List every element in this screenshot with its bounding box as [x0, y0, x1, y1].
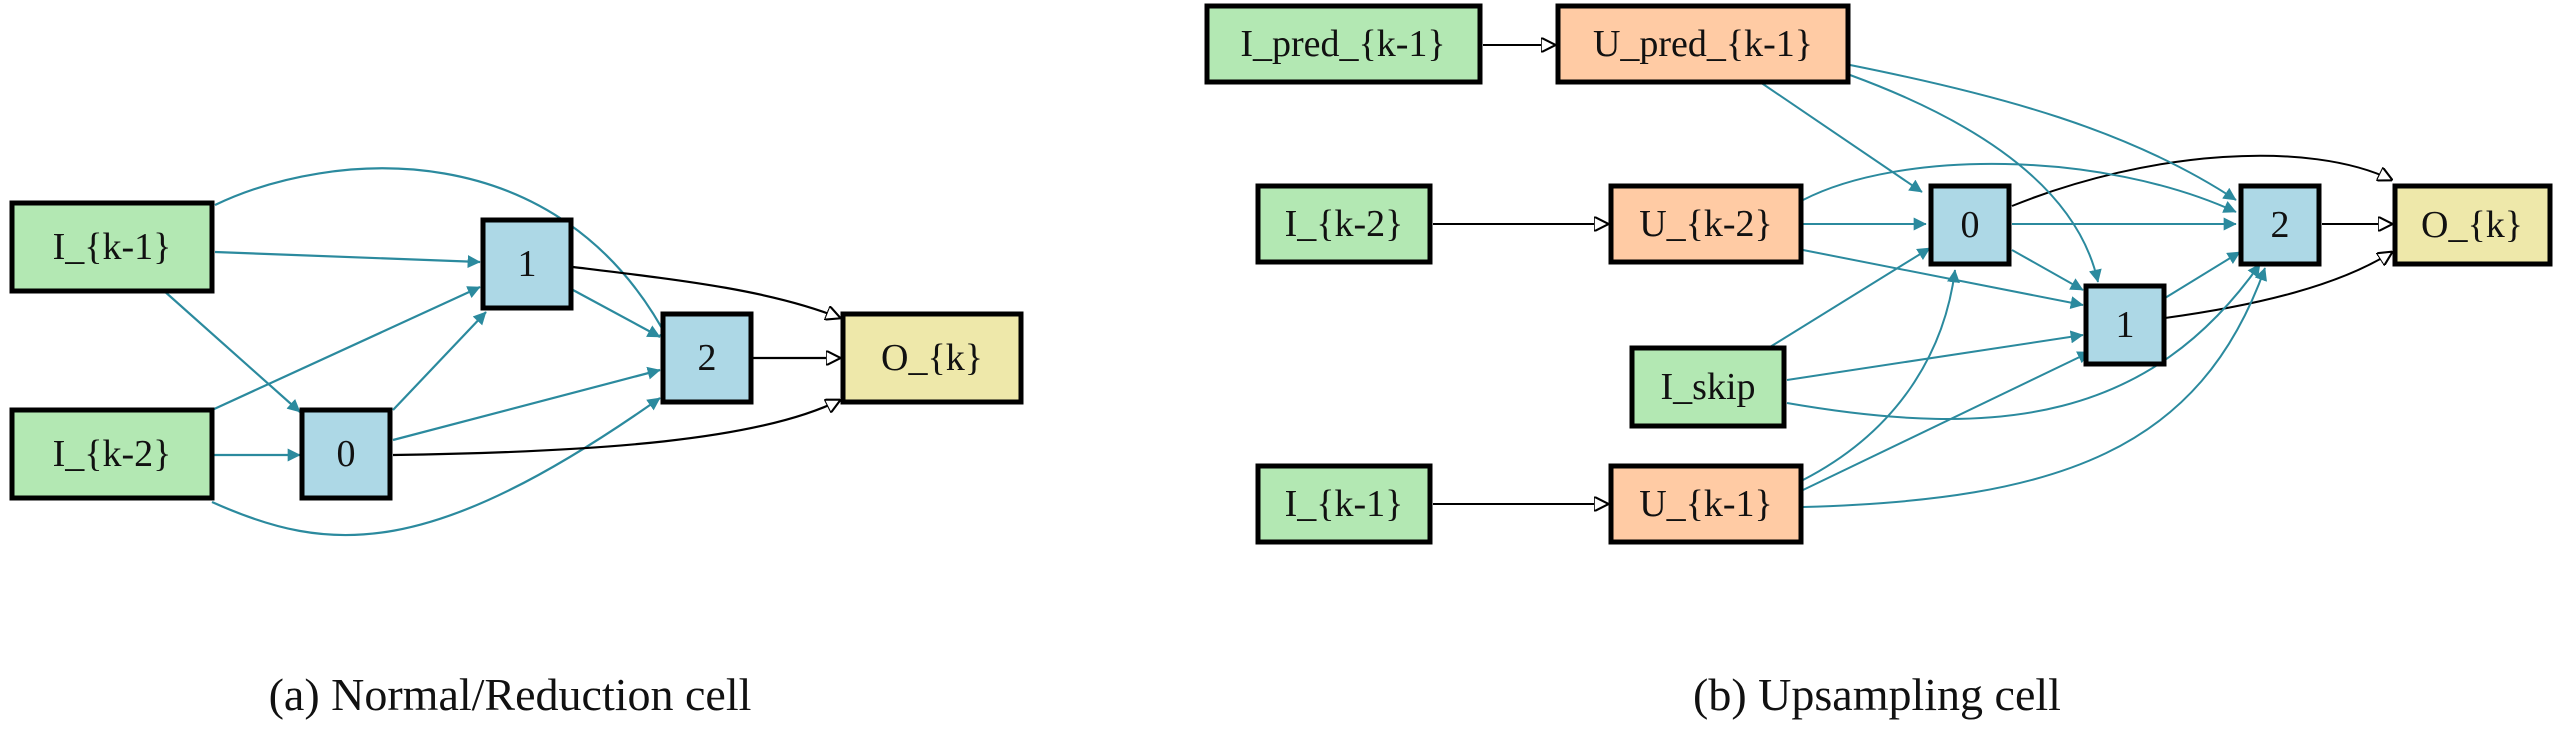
node-label: 1	[518, 243, 537, 285]
node-i-skip: I_skip	[1629, 345, 1787, 429]
node-0: 0	[299, 407, 393, 501]
node-i-k-1: I_{k-1}	[1255, 463, 1433, 545]
node-o-k: O_{k}	[2392, 183, 2553, 267]
edge-0-to-1	[392, 311, 487, 411]
node-label: U_pred_{k-1}	[1593, 23, 1813, 65]
edge-uk2-to-1	[1802, 249, 2084, 309]
node-label: I_{k-2}	[53, 433, 172, 475]
node-o-k: O_{k}	[840, 311, 1024, 405]
node-label: I_pred_{k-1}	[1240, 23, 1445, 65]
edge-ik2-to-1	[211, 286, 481, 411]
node-1: 1	[480, 217, 574, 311]
node-label: I_{k-2}	[1285, 203, 1404, 245]
node-0: 0	[1928, 183, 2012, 267]
node-i-k-2: I_{k-2}	[1255, 183, 1433, 265]
node-label: U_{k-1}	[1639, 483, 1773, 525]
edge-ik1-to-0	[162, 289, 301, 413]
panel-upsampling-cell: I_pred_{k-1} U_pred_{k-1} I_{k-2} U_{k-2…	[1204, 3, 2553, 720]
panel-normal-reduction-cell: I_{k-1} I_{k-2} 0 1 2 O_{k} (a) Normal/R…	[9, 167, 1024, 720]
edge-0-to-1	[2011, 249, 2084, 291]
node-label: I_{k-1}	[1285, 483, 1404, 525]
edge-iskip-to-2	[1786, 263, 2261, 420]
edge-0-to-2	[392, 366, 661, 442]
edge-uk1-to-0	[1802, 269, 1960, 481]
edge-0-to-ok	[2011, 154, 2392, 207]
edge-upred-to-1	[1849, 74, 2102, 283]
node-u-pred-k-1: U_pred_{k-1}	[1555, 3, 1851, 85]
edge-iskip-to-0	[1769, 247, 1931, 348]
edge-1-to-ok	[572, 265, 840, 318]
caption-b: (b) Upsampling cell	[1693, 669, 2061, 720]
edge-ik1-to-2	[214, 167, 671, 344]
node-i-pred-k-1: I_pred_{k-1}	[1204, 3, 1483, 85]
node-i-k-2: I_{k-2}	[9, 407, 215, 501]
node-2: 2	[2238, 183, 2322, 267]
node-i-k-1: I_{k-1}	[9, 200, 215, 294]
edge-1-to-2	[572, 289, 661, 338]
node-label: O_{k}	[2421, 204, 2523, 246]
node-label: U_{k-2}	[1639, 203, 1773, 245]
edge-0-to-ok	[392, 400, 840, 457]
node-label: I_{k-1}	[53, 226, 172, 268]
edge-uk1-to-2	[1802, 267, 2267, 508]
edge-upred-to-0	[1759, 81, 1923, 193]
node-label: 0	[337, 433, 356, 475]
node-label: 0	[1961, 204, 1980, 246]
edge-ik2-to-2	[211, 397, 661, 537]
edge-1-to-2	[2164, 251, 2241, 299]
node-u-k-2: U_{k-2}	[1608, 183, 1804, 265]
node-2: 2	[660, 311, 754, 405]
caption-a: (a) Normal/Reduction cell	[269, 669, 752, 720]
node-label: 2	[2271, 204, 2290, 246]
edge-1-to-ok	[2164, 252, 2392, 319]
edge-uk2-to-2	[1802, 162, 2237, 213]
edge-iskip-to-1	[1786, 330, 2084, 381]
edge-upred-to-2	[1849, 64, 2237, 201]
edge-uk1-to-1	[1802, 351, 2091, 491]
node-label: 2	[698, 337, 717, 379]
node-u-k-1: U_{k-1}	[1608, 463, 1804, 545]
edge-ik1-to-1	[214, 250, 481, 269]
node-1: 1	[2083, 283, 2167, 367]
node-label: O_{k}	[881, 337, 983, 379]
node-label: I_skip	[1661, 366, 1756, 408]
node-label: 1	[2116, 304, 2135, 346]
